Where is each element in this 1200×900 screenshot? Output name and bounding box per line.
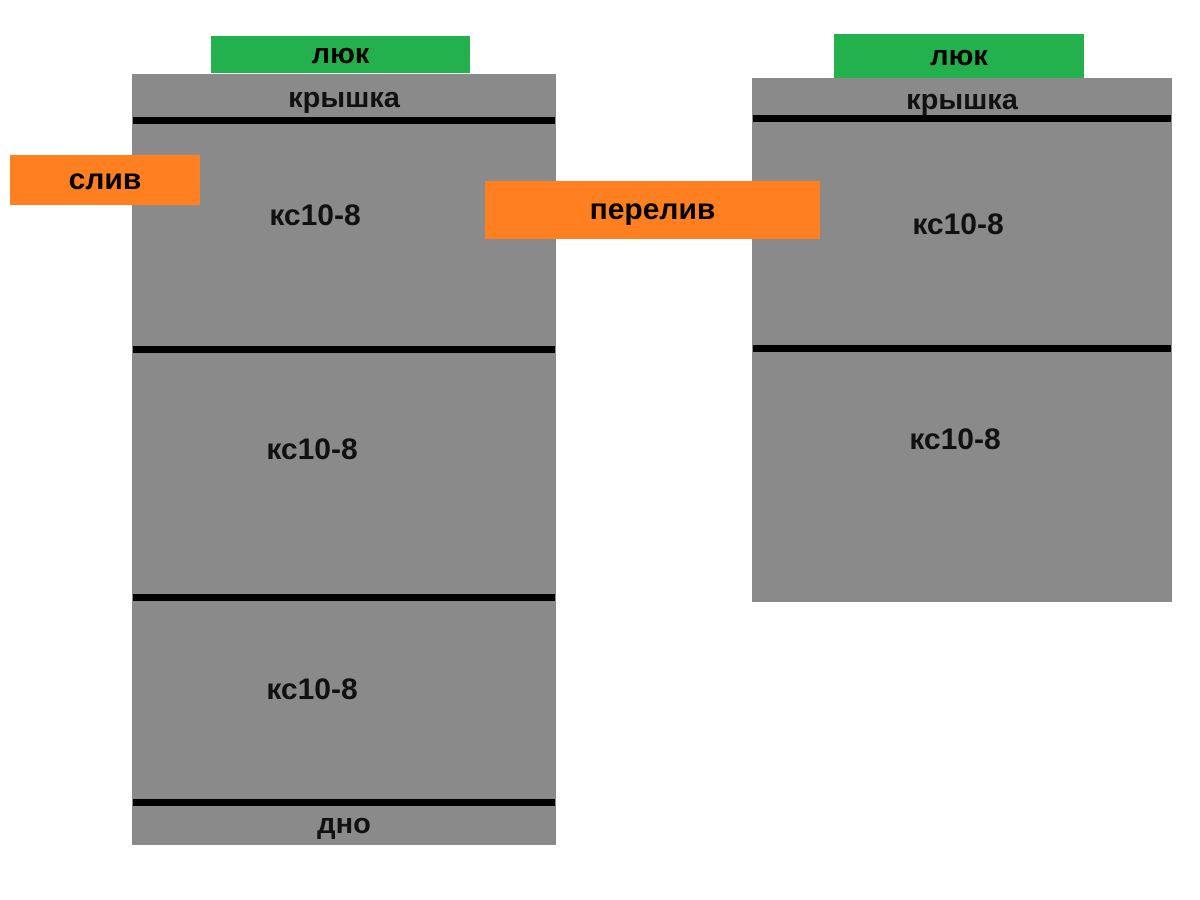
overflow-pipe-label: перелив: [589, 193, 716, 226]
right-tank-hatch-label: люк: [930, 39, 988, 72]
right-tank-hatch: люк: [834, 34, 1084, 78]
right-tank-divider-cap: [753, 115, 1171, 122]
left-tank-cap-label: крышка: [288, 82, 400, 114]
left-tank-hatch-label: люк: [311, 38, 370, 70]
overflow-pipe: перелив: [485, 181, 820, 239]
left-tank-hatch: люк: [211, 36, 470, 73]
left-tank-bottom-label: дно: [317, 808, 371, 840]
right-tank-body: [752, 78, 1172, 602]
right-tank-ring-label-1: кс10-8: [912, 208, 1004, 241]
left-tank-ring-label-2: кс10-8: [266, 433, 358, 466]
left-tank-divider-bottom: [133, 799, 555, 806]
drain-pipe-label: слив: [68, 163, 142, 196]
right-tank-divider-1: [753, 345, 1171, 352]
right-tank-ring-label-2: кс10-8: [909, 423, 1001, 456]
left-tank-divider-1: [133, 346, 555, 353]
left-tank-ring-label-3: кс10-8: [266, 673, 358, 706]
drain-pipe: слив: [10, 155, 200, 205]
left-tank-divider-cap: [133, 117, 555, 124]
left-tank-ring-label-1: кс10-8: [269, 199, 361, 232]
left-tank-divider-2: [133, 594, 555, 601]
right-tank-cap-label: крышка: [906, 84, 1018, 116]
